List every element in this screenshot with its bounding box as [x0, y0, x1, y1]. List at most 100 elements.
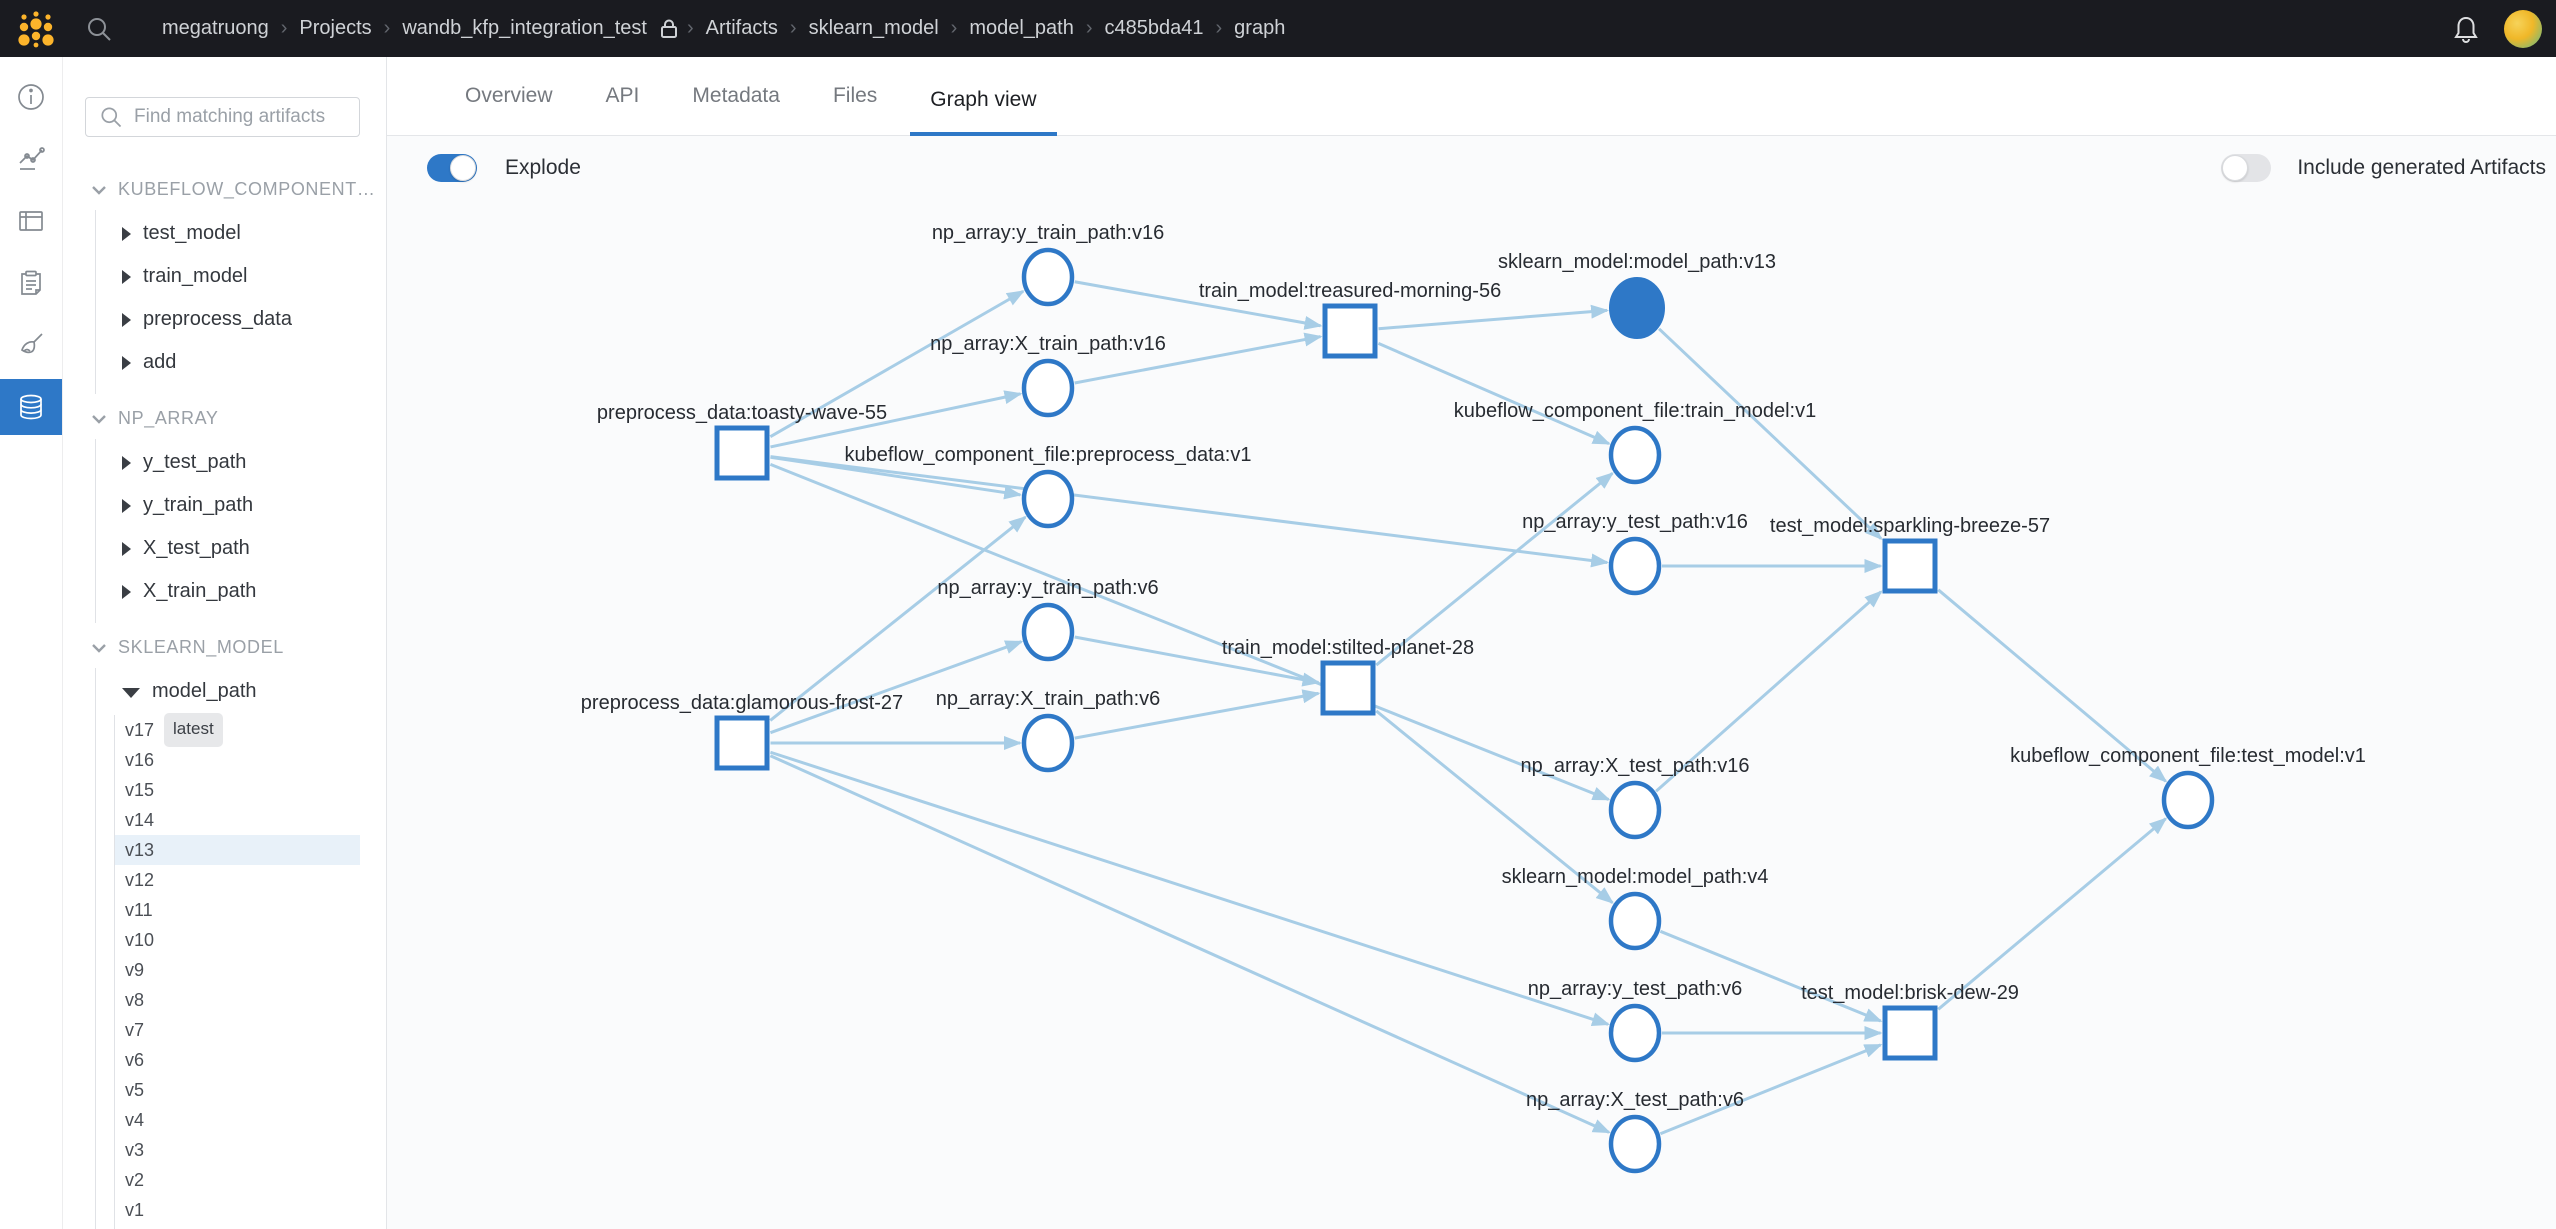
sidebar-section-header-np_array[interactable]: NP_ARRAY: [62, 394, 386, 439]
version-row-v4[interactable]: v4: [115, 1105, 360, 1135]
breadcrumb-separator: ›: [1085, 17, 1093, 39]
search-icon[interactable]: [84, 14, 114, 44]
artifact-search-box[interactable]: [85, 97, 381, 137]
graph-node-preprocess_data:glamorous-frost-27[interactable]: [714, 715, 770, 771]
wandb-logo-icon[interactable]: [12, 7, 56, 51]
version-row-v3[interactable]: v3: [115, 1135, 360, 1165]
version-label: v4: [125, 1110, 145, 1130]
tab-files[interactable]: Files: [832, 84, 878, 107]
explode-toggle[interactable]: [427, 154, 477, 182]
rail-item-logs[interactable]: [0, 255, 62, 311]
version-row-v2[interactable]: v2: [115, 1165, 360, 1195]
edge-xte6-te2: [1659, 1043, 1883, 1136]
graph-node-label: kubeflow_component_file:test_model:v1: [2010, 745, 2366, 767]
search-input[interactable]: [132, 105, 381, 129]
graph-node-kubeflow_component_file:test_model:v1[interactable]: [2161, 770, 2215, 830]
graph-node-kubeflow_component_file:train_model:v1[interactable]: [1608, 425, 1662, 485]
graph-node-preprocess_data:toasty-wave-55[interactable]: [714, 425, 770, 481]
graph-node-label: sklearn_model:model_path:v13: [1498, 251, 1776, 273]
include-generated-toggle[interactable]: [2221, 154, 2272, 182]
graph-node-train_model:treasured-morning-56[interactable]: [1322, 303, 1378, 359]
breadcrumb-item-graph[interactable]: graph: [1234, 17, 1286, 39]
include-generated-label: Include generated Artifacts: [2297, 156, 2546, 179]
sidebar-item-preprocess_data[interactable]: preprocess_data: [96, 298, 386, 341]
sidebar-item-y_train_path[interactable]: y_train_path: [96, 484, 386, 527]
version-row-v12[interactable]: v12: [115, 865, 360, 895]
graph-node-test_model:brisk-dew-29[interactable]: [1882, 1005, 1938, 1061]
version-row-v8[interactable]: v8: [115, 985, 360, 1015]
breadcrumb-item-megatruong[interactable]: megatruong: [162, 17, 269, 39]
version-label: v9: [125, 960, 145, 980]
sidebar-item-model_path[interactable]: model_path: [96, 670, 386, 713]
graph-node-label: np_array:X_test_path:v6: [1526, 1089, 1744, 1111]
graph-node-np_array:y_train_path:v6[interactable]: [1021, 602, 1075, 662]
graph-node-np_array:X_train_path:v16[interactable]: [1021, 358, 1075, 418]
graph-node-sklearn_model:model_path:v4[interactable]: [1608, 891, 1662, 951]
graph-node-kubeflow_component_file:preprocess_data:v1[interactable]: [1021, 469, 1075, 529]
edge-pp2-kpp: [769, 515, 1027, 722]
breadcrumb-item-c485bda41[interactable]: c485bda41: [1104, 17, 1204, 39]
version-row-v11[interactable]: v11: [115, 895, 360, 925]
graph-node-label: np_array:y_train_path:v6: [937, 577, 1158, 599]
breadcrumb-item-Projects[interactable]: Projects: [299, 17, 372, 39]
version-label: v7: [125, 1020, 145, 1040]
sidebar-item-X_train_path[interactable]: X_train_path: [96, 570, 386, 613]
version-label: v16: [125, 750, 155, 770]
tab-api[interactable]: API: [605, 84, 640, 107]
bell-icon[interactable]: [2450, 13, 2482, 45]
tab-metadata[interactable]: Metadata: [692, 84, 780, 107]
graph-node-test_model:sparkling-breeze-57[interactable]: [1882, 538, 1938, 594]
tab-graph-view[interactable]: Graph view: [910, 88, 1057, 136]
version-row-v13[interactable]: v13: [115, 835, 360, 865]
graph-node-np_array:y_test_path:v16[interactable]: [1608, 536, 1662, 596]
graph-node-np_array:X_test_path:v6[interactable]: [1608, 1114, 1662, 1174]
version-row-v1[interactable]: v1: [115, 1195, 360, 1225]
rail-item-overview[interactable]: [0, 69, 62, 125]
graph-node-np_array:y_train_path:v16[interactable]: [1021, 247, 1075, 307]
version-row-v10[interactable]: v10: [115, 925, 360, 955]
sidebar-item-train_model[interactable]: train_model: [96, 255, 386, 298]
triangle-right-icon: [122, 269, 131, 284]
graph-node-sklearn_model:model_path:v13[interactable]: [1609, 277, 1665, 339]
graph-node-np_array:X_train_path:v6[interactable]: [1021, 713, 1075, 773]
rail-item-tables[interactable]: [0, 193, 62, 249]
version-row-v16[interactable]: v16: [115, 745, 360, 775]
breadcrumb-item-model_path[interactable]: model_path: [969, 17, 1074, 39]
rail-item-sweeps[interactable]: [0, 317, 62, 373]
avatar[interactable]: [2504, 9, 2542, 48]
rail-item-charts[interactable]: [0, 131, 62, 187]
version-row-v14[interactable]: v14: [115, 805, 360, 835]
version-row-v7[interactable]: v7: [115, 1015, 360, 1045]
version-row-v6[interactable]: v6: [115, 1045, 360, 1075]
graph-node-np_array:y_test_path:v6[interactable]: [1608, 1003, 1662, 1063]
breadcrumb-item-wandb_kfp_integration_test[interactable]: wandb_kfp_integration_test: [402, 17, 647, 39]
logs-icon: [21, 270, 41, 295]
version-row-v0[interactable]: v0: [115, 1225, 360, 1229]
graph-node-train_model:stilted-planet-28[interactable]: [1320, 660, 1376, 716]
artifact-sidebar: KUBEFLOW_COMPONENT…test_modeltrain_model…: [62, 57, 387, 1229]
version-row-v9[interactable]: v9: [115, 955, 360, 985]
sidebar-item-add[interactable]: add: [96, 341, 386, 384]
version-row-v5[interactable]: v5: [115, 1075, 360, 1105]
graph-node-label: np_array:X_train_path:v16: [930, 333, 1166, 355]
breadcrumb-separator: ›: [383, 17, 391, 39]
sidebar-section-header-kubeflow_component[interactable]: KUBEFLOW_COMPONENT…: [62, 165, 386, 210]
breadcrumb-item-Artifacts[interactable]: Artifacts: [705, 17, 778, 39]
tab-overview[interactable]: Overview: [465, 84, 553, 107]
sidebar-item-X_test_path[interactable]: X_test_path: [96, 527, 386, 570]
sidebar-item-test_model[interactable]: test_model: [96, 212, 386, 255]
graph-node-label: np_array:y_test_path:v6: [1528, 978, 1743, 1000]
breadcrumb-item-sklearn_model[interactable]: sklearn_model: [808, 17, 939, 39]
sidebar-section-header-sklearn_model[interactable]: SKLEARN_MODEL: [62, 623, 386, 668]
rail-item-artifacts[interactable]: [0, 379, 62, 435]
version-label: v11: [125, 900, 153, 920]
left-icon-rail: [0, 57, 63, 1229]
graph-node-label: sklearn_model:model_path:v4: [1502, 866, 1769, 888]
triangle-right-icon: [122, 541, 131, 556]
graph-node-np_array:X_test_path:v16[interactable]: [1608, 780, 1662, 840]
version-row-v15[interactable]: v15: [115, 775, 360, 805]
sidebar-item-y_test_path[interactable]: y_test_path: [96, 441, 386, 484]
